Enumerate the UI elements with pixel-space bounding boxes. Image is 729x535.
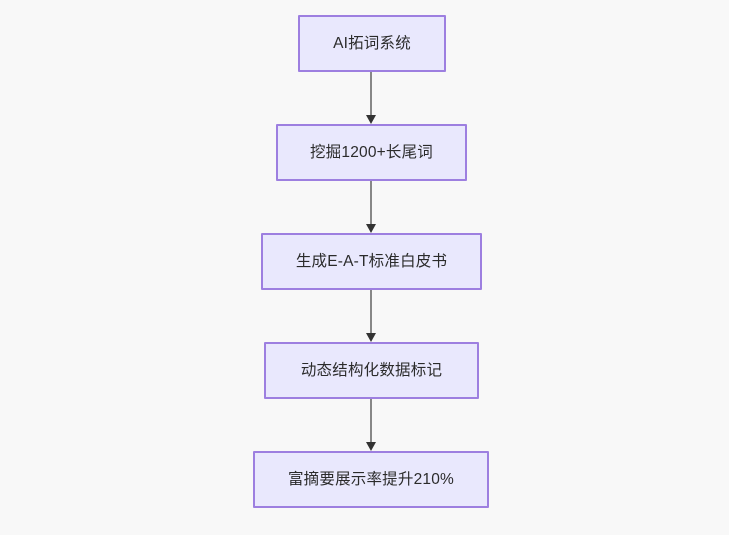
- edge-line: [370, 399, 372, 442]
- node-label: AI拓词系统: [333, 34, 411, 52]
- arrowhead-icon: [365, 115, 376, 124]
- arrowhead-icon: [365, 442, 376, 451]
- flowchart-node-ai-keyword-system[interactable]: AI拓词系统: [298, 15, 446, 72]
- flowchart-node-rich-snippet-increase[interactable]: 富摘要展示率提升210%: [253, 451, 489, 508]
- flowchart-node-generate-eat-whitepaper[interactable]: 生成E-A-T标准白皮书: [261, 233, 482, 290]
- arrowhead-icon: [365, 224, 376, 233]
- arrowhead-icon: [365, 333, 376, 342]
- edge-line: [370, 181, 372, 224]
- edge-line: [370, 72, 372, 115]
- edge-line: [370, 290, 372, 333]
- node-label: 动态结构化数据标记: [300, 361, 443, 379]
- node-label: 挖掘1200+长尾词: [309, 143, 434, 161]
- flowchart-node-dynamic-structured-data-markup[interactable]: 动态结构化数据标记: [264, 342, 479, 399]
- node-label: 生成E-A-T标准白皮书: [295, 252, 448, 270]
- flowchart-node-mine-longtail-keywords[interactable]: 挖掘1200+长尾词: [276, 124, 467, 181]
- node-label: 富摘要展示率提升210%: [287, 470, 455, 488]
